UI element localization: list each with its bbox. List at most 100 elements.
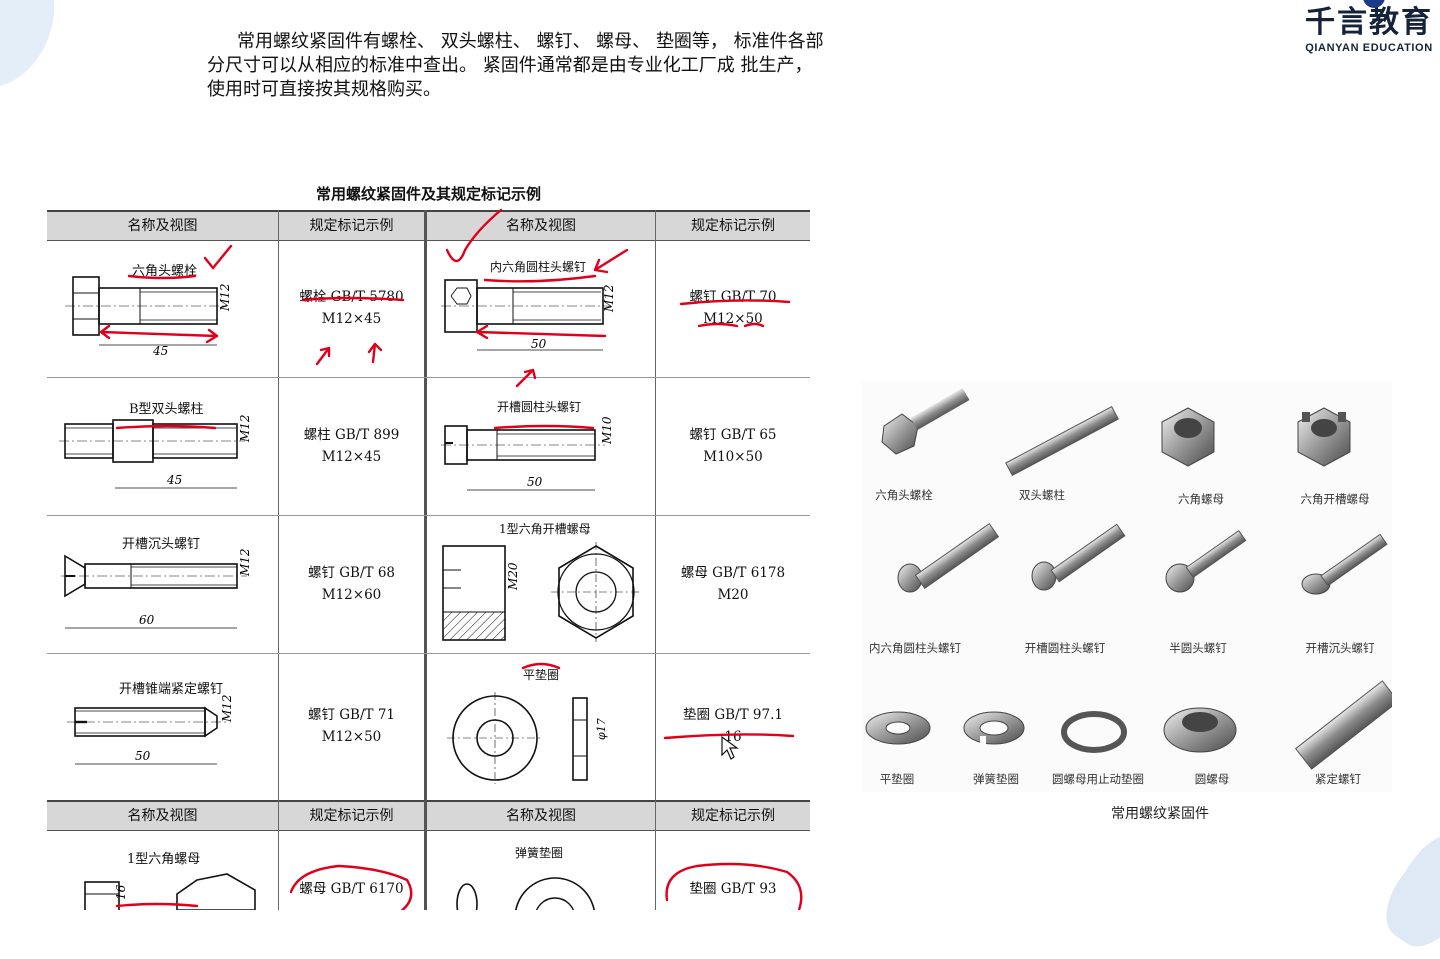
marking-line: M12×50: [321, 729, 382, 745]
brand-logo: 千言教育 QIANYAN EDUCATION: [1305, 0, 1433, 54]
socket-head-screw-drawing: 50 M12: [441, 279, 616, 351]
fastener-name: 六角头螺栓: [132, 264, 198, 279]
marking-line: 螺钉 GB/T 68: [307, 565, 396, 581]
part-label: 平垫圈: [879, 772, 915, 786]
round-head-screw-icon: [1165, 530, 1247, 593]
intro-line: 分尺寸可以从相应的标准中查出。 紧固件通常都是由专业化工厂成 批生产，: [207, 55, 813, 76]
slotted-cheese-head-screw-drawing: 50 M10: [441, 416, 614, 491]
part-label: 内六角圆柱头螺钉: [869, 641, 961, 655]
marking-line: 螺柱 GB/T 899: [303, 427, 400, 443]
part-label: 六角开槽螺母: [1300, 492, 1370, 506]
marking-line: M12×60: [321, 587, 382, 603]
part-label: 六角头螺栓: [875, 488, 933, 502]
part-label: 紧定螺钉: [1315, 772, 1361, 786]
part-label: 开槽沉头螺钉: [1305, 641, 1375, 655]
header-name-view: 名称及视图: [47, 210, 278, 241]
size-label: 16: [114, 884, 128, 900]
grid-line: [47, 653, 810, 654]
size-label: φ17: [595, 718, 608, 740]
corner-decoration: [1371, 820, 1440, 959]
hand-annotations: [99, 208, 803, 910]
logo-mark: [1363, 0, 1385, 8]
marking-line: 螺钉 GB/T 71: [307, 707, 396, 723]
part-label: 半圆头螺钉: [1169, 641, 1227, 655]
dimension-label: 50: [531, 337, 547, 351]
fastener-name: 1型六角螺母: [127, 852, 201, 867]
part-label: 开槽圆柱头螺钉: [1024, 641, 1106, 655]
grid-line: [47, 377, 810, 378]
marking-line: 螺钉 GB/T 65: [689, 427, 777, 443]
dimension-label: 50: [527, 475, 543, 489]
spring-washer-icon: [963, 711, 1025, 746]
size-label: M10: [600, 416, 614, 445]
castle-nut-icon: [1297, 407, 1351, 467]
dimension-label: 50: [135, 749, 151, 763]
marking-line: 螺母 GB/T 6170: [299, 881, 404, 897]
hex-nut-drawing: 16: [84, 873, 256, 910]
dimension-label: 45: [166, 473, 182, 487]
fastener-name: 开槽锥端紧定螺钉: [119, 682, 224, 697]
marking-line: M10×50: [703, 449, 763, 465]
countersunk-screw-drawing: 60 M12: [61, 548, 252, 629]
fastener-table: 名称及视图 规定标记示例 名称及视图 规定标记示例 名称及视图 规定标记示例 名…: [47, 208, 810, 910]
socket-head-screw-icon: [897, 522, 1000, 593]
size-label: M12: [220, 694, 234, 723]
marking-line: M12×45: [321, 311, 382, 327]
set-screw-drawing: 50 M12: [67, 694, 234, 765]
intro-line: 使用时可直接按其规格购买。: [207, 79, 441, 100]
hex-nut-icon: [1161, 407, 1215, 467]
fastener-name: 内六角圆柱头螺钉: [490, 260, 587, 274]
grid-line: [424, 210, 427, 910]
stud-drawing: 45 M12: [59, 414, 252, 489]
header-name-view: 名称及视图: [427, 800, 655, 831]
size-label: M12: [602, 284, 616, 313]
flat-washer-drawing: φ17: [447, 692, 608, 784]
header-name-view: 名称及视图: [47, 800, 278, 831]
size-label: M12: [218, 283, 232, 312]
dimension-label: 60: [139, 613, 155, 627]
corner-decoration: [0, 0, 74, 103]
fastener-name: 平垫圈: [523, 668, 560, 682]
dimension-label: 45: [152, 344, 168, 355]
size-label: M12: [238, 548, 252, 577]
marking-line: 螺母 GB/T 6178: [680, 565, 786, 581]
marking-line: 16: [724, 729, 742, 745]
grid-line: [655, 210, 656, 910]
part-label: 圆螺母用止动垫圈: [1052, 772, 1144, 786]
part-label: 圆螺母: [1194, 772, 1230, 786]
stud-icon: [1005, 405, 1119, 477]
marking-line: 垫圈 GB/T 93: [689, 881, 777, 897]
round-nut-icon: [1163, 707, 1237, 753]
fastener-name: 1型六角开槽螺母: [499, 522, 591, 536]
slotted-cheese-head-screw-icon: [1031, 523, 1126, 591]
grid-line: [47, 515, 810, 516]
size-label: M20: [506, 562, 520, 591]
fastener-illustrations: [865, 387, 1392, 770]
logo-subtitle: QIANYAN EDUCATION: [1305, 42, 1433, 54]
slotted-nut-drawing: M20: [442, 542, 641, 642]
marking-line: 垫圈 GB/T 97.1: [683, 707, 783, 723]
fastener-name: B型双头螺柱: [129, 402, 204, 417]
fastener-name: 开槽沉头螺钉: [122, 537, 201, 552]
table-title: 常用螺纹紧固件及其规定标记示例: [315, 185, 541, 203]
marking-line: M20: [717, 587, 749, 603]
hex-bolt-icon: [881, 387, 970, 455]
fastener-photo-panel: 六角头螺栓 双头螺柱 六角螺母 六角开槽螺母 内六角圆柱头螺钉 开槽圆柱头螺钉 …: [862, 382, 1392, 792]
part-label: 六角螺母: [1178, 492, 1224, 506]
photo-caption: 常用螺纹紧固件: [1111, 806, 1209, 822]
part-label: 弹簧垫圈: [973, 772, 1019, 786]
set-screw-icon: [1294, 680, 1392, 770]
header-marking: 规定标记示例: [279, 800, 424, 831]
fastener-name: 开槽圆柱头螺钉: [497, 400, 582, 414]
header-marking: 规定标记示例: [656, 800, 810, 831]
header-name-view: 名称及视图: [427, 210, 655, 241]
part-label: 双头螺柱: [1019, 488, 1065, 502]
intro-paragraph: 常用螺纹紧固件有螺栓、 双头螺柱、 螺钉、 螺母、 垫圈等， 标准件各部 分尺寸…: [207, 30, 907, 102]
header-marking: 规定标记示例: [279, 210, 424, 241]
logo-name: 千言教育: [1305, 5, 1433, 40]
header-marking: 规定标记示例: [656, 210, 810, 241]
flat-washer-icon: [865, 711, 931, 745]
countersunk-screw-icon: [1301, 533, 1388, 595]
grid-line: [278, 210, 279, 910]
fastener-name: 弹簧垫圈: [515, 846, 564, 860]
